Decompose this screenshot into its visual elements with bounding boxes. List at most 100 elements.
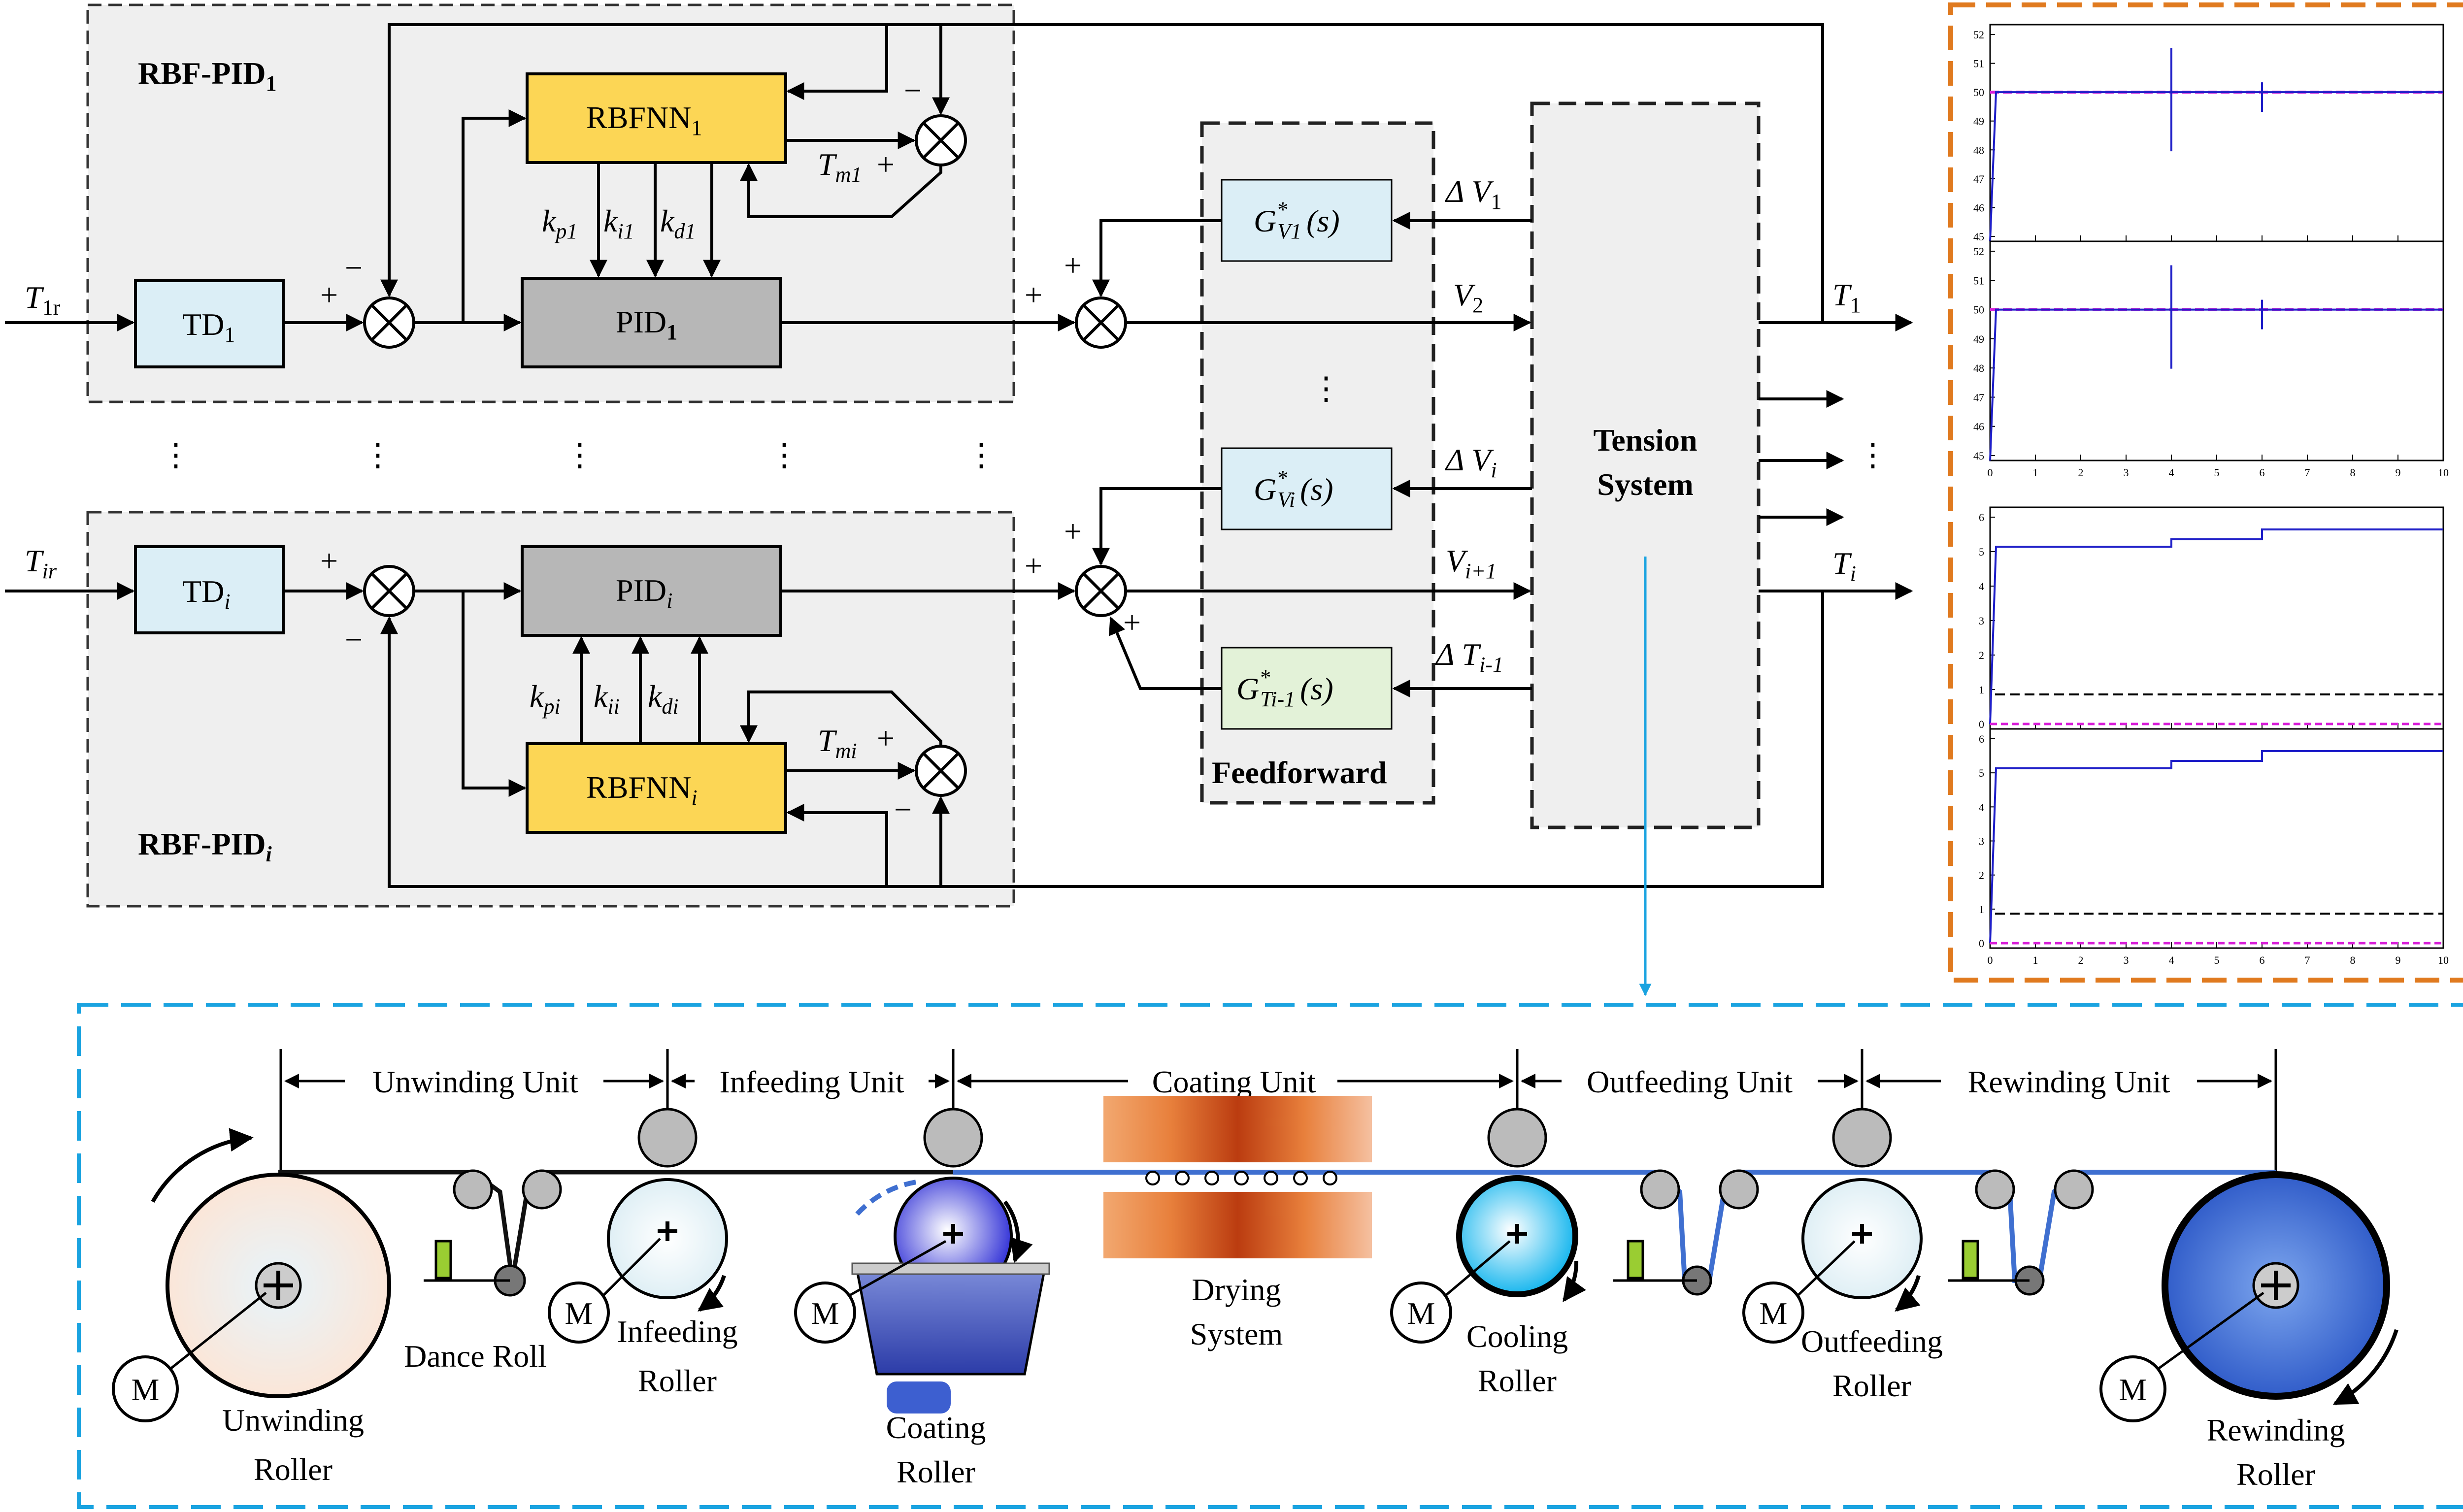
x-tick-label: 3: [2124, 954, 2129, 966]
process-frame: [77, 1003, 2463, 1509]
y-tick-label: 4: [1979, 580, 1984, 592]
rbfnn1-label: RBFNN1: [586, 100, 702, 140]
y-tick-label: 45: [1973, 230, 1984, 243]
rewinding-label: Rewinding: [2207, 1413, 2345, 1447]
rewinding-label: Roller: [2236, 1457, 2315, 1492]
gv1-label: G*V1(s): [1254, 197, 1340, 243]
plot-speed-label: 150m/min: [2462, 584, 2463, 653]
y-tick-label: 0: [1979, 718, 1984, 730]
y-tick-label: 45: [1973, 450, 1984, 462]
gti-label: G*Ti-1(s): [1236, 665, 1333, 711]
x-tick-label: 7: [2305, 954, 2310, 966]
y-tick-label: 3: [1979, 835, 1984, 848]
x-tick-label: 3: [2124, 466, 2129, 479]
rbf-pid1-title: RBF-PID1: [138, 56, 277, 96]
rbfnni-label: RBFNNi: [586, 770, 698, 810]
x-tick-label: 1: [2033, 954, 2038, 966]
y-tick-label: 52: [1973, 29, 1984, 41]
pidi-label: PIDi: [616, 573, 672, 613]
pidi-block: [521, 545, 782, 637]
feedforward-label: Feedforward: [1212, 755, 1387, 790]
tdi-label: TDi: [182, 574, 231, 614]
dryer-nozzles: [1145, 1171, 1337, 1185]
y-tick-label: 3: [1979, 615, 1984, 627]
plot-axes: [1989, 728, 2444, 949]
dance-roll-label: Dance Roll: [404, 1339, 547, 1374]
vdots: ⋮: [1310, 371, 1342, 406]
motor-label: M: [1407, 1296, 1435, 1331]
web-path-blue: [953, 1170, 2276, 1283]
motor-label: M: [2119, 1372, 2147, 1407]
x-tick-label: 6: [2260, 466, 2265, 479]
y-tick-label: 48: [1973, 362, 1984, 374]
tension-system-label: Tension: [1593, 423, 1697, 458]
motor-outfeeding: [1742, 1282, 1804, 1344]
y-tick-label: 49: [1973, 333, 1984, 345]
cooling-label: Roller: [1478, 1363, 1557, 1398]
y-tick-label: 47: [1973, 391, 1984, 403]
x-tick-label: 10: [2438, 954, 2449, 966]
x-tick-label: 4: [2169, 954, 2174, 966]
vdots: ⋮: [564, 437, 596, 472]
sign-plus: +: [1025, 548, 1042, 583]
vdots: ⋮: [1857, 437, 1889, 472]
coating-label: Roller: [897, 1454, 975, 1489]
y-tick-label: 4: [1979, 801, 1984, 813]
motor-label: M: [811, 1296, 839, 1331]
y-tick-label: 52: [1973, 245, 1984, 258]
unit-label-unwinding: Unwinding Unit: [372, 1064, 578, 1099]
kpi-label: kpi: [530, 679, 561, 719]
rbf-pidi-title: RBF-PIDi: [138, 826, 272, 866]
unit-label-outfeeding: Outfeeding Unit: [1587, 1064, 1793, 1099]
sum-junction-vi1: [1075, 565, 1127, 617]
rbfnni-block: [526, 742, 787, 834]
rbfnn1-block: [526, 72, 787, 164]
x-tick-label: 8: [2350, 954, 2356, 966]
plot-speed-label: 150m/min: [2462, 99, 2463, 167]
x-tick-label: 1: [2033, 466, 2038, 479]
sign-minus: −: [345, 250, 363, 285]
sum-junction-i: [363, 565, 415, 617]
motor-cooling: [1390, 1282, 1452, 1344]
plots-frame: [1948, 2, 2463, 983]
sum-junction-1: [363, 296, 415, 349]
coating-label: Coating: [886, 1410, 986, 1445]
outfeeding-label: Roller: [1832, 1368, 1911, 1403]
y-tick-label: 2: [1979, 649, 1984, 661]
plot-axes: [1989, 240, 2444, 461]
plots-panel: 5251504948474645150m/min5251504948474645…: [1948, 2, 2463, 983]
y-tick-label: 50: [1973, 304, 1984, 316]
motor-rewinding: [2099, 1355, 2166, 1422]
tm1-label: Tm1: [818, 147, 862, 187]
gvi-label: G*Vi(s): [1254, 466, 1333, 512]
sign-plus: +: [1025, 277, 1042, 312]
dryer-bottom: [1103, 1192, 1372, 1258]
sum-junction-err1: [915, 114, 967, 166]
y-tick-label: 6: [1979, 733, 1984, 745]
x-tick-label: 2: [2078, 954, 2084, 966]
v2-label: V2: [1453, 277, 1483, 317]
cooling-label: Cooling: [1466, 1319, 1568, 1354]
x-tick-label: 8: [2350, 466, 2356, 479]
x-tick-label: 10: [2438, 466, 2449, 479]
gv1-block: [1221, 179, 1393, 262]
sign-plus: +: [1064, 248, 1082, 283]
sign-minus: −: [904, 73, 922, 108]
y-tick-label: 2: [1979, 869, 1984, 882]
vdots: ⋮: [160, 437, 192, 472]
control-text: RBF-PID1 RBF-PIDi TD1 TDi PID1 PIDi RBFN…: [25, 56, 1889, 866]
y-tick-label: 5: [1979, 546, 1984, 558]
dryer-top: [1103, 1096, 1372, 1162]
vdots: ⋮: [965, 437, 997, 472]
plot-speed-label: 300m/min: [2462, 804, 2463, 873]
vdots: ⋮: [768, 437, 800, 472]
sum-junction-erri: [915, 745, 967, 797]
sign-plus: +: [877, 721, 895, 756]
unit-label-coating: Coating Unit: [1152, 1064, 1316, 1099]
gvi-block: [1221, 447, 1393, 530]
dvi-label: Δ Vi: [1444, 442, 1497, 482]
y-tick-label: 1: [1979, 903, 1984, 916]
sign-plus: +: [1064, 514, 1082, 549]
td1-label: TD1: [182, 307, 235, 347]
y-tick-label: 48: [1973, 144, 1984, 156]
